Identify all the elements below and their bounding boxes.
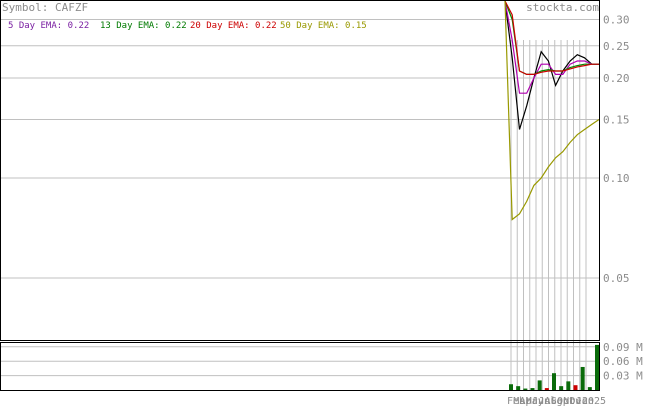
volume-bar xyxy=(595,344,599,390)
y-tick-label: 0.10 xyxy=(603,172,630,185)
volume-bar xyxy=(516,386,521,390)
x-tick-label: Jan xyxy=(576,396,594,406)
y-tick-label: 0.25 xyxy=(603,40,630,53)
x-tick-label: May xyxy=(526,396,544,406)
brand-label[interactable]: stockta.com xyxy=(526,1,599,14)
volume-bar xyxy=(552,373,556,390)
volume-bar xyxy=(587,387,592,390)
series-line-ema20 xyxy=(504,0,599,76)
y-tick-label: 0.20 xyxy=(603,72,630,85)
series-line-ema5 xyxy=(504,0,599,94)
x-tick-label: Aug xyxy=(545,396,563,406)
x-tick-label: Jun xyxy=(532,396,550,406)
volume-tick-label: 0.09 M xyxy=(603,341,643,354)
volume-bar xyxy=(580,366,585,390)
volume-tick-label: 0.03 M xyxy=(603,370,643,383)
x-tick-label: Feb xyxy=(507,396,525,406)
volume-bars xyxy=(509,344,599,390)
volume-bar xyxy=(566,381,571,390)
price-panel-frame xyxy=(0,0,600,341)
legend-ema50: 50 Day EMA: 0.15 xyxy=(280,21,367,31)
volume-bar xyxy=(544,388,549,390)
y-tick-label: 0.30 xyxy=(603,14,630,27)
x-tick-label: Jul xyxy=(538,396,556,406)
legend-ema13: 13 Day EMA: 0.22 xyxy=(100,21,187,31)
x-tick-label: Oct xyxy=(557,396,575,406)
series-line-price xyxy=(504,0,599,130)
symbol-label: Symbol: CAFZF xyxy=(2,1,88,14)
series-line-ema50 xyxy=(504,0,600,221)
x-tick-label: Nov xyxy=(563,396,581,406)
volume-bar xyxy=(523,388,528,390)
volume-panel-frame xyxy=(0,342,600,391)
volume-bar xyxy=(537,380,542,390)
x-tick-label: Dec xyxy=(570,396,588,406)
price-lines xyxy=(504,0,600,221)
x-tick-label: 2025 xyxy=(582,396,606,406)
x-tick-label: Apr xyxy=(520,396,538,406)
chart-frame xyxy=(0,0,600,391)
grid-layer xyxy=(0,19,600,390)
x-tick-label: Mar xyxy=(513,396,531,406)
volume-bar xyxy=(509,384,513,390)
volume-bar xyxy=(573,385,578,390)
y-tick-label: 0.15 xyxy=(603,114,630,127)
x-tick-label: Sep xyxy=(551,396,569,406)
y-tick-label: 0.05 xyxy=(603,272,630,285)
volume-tick-label: 0.06 M xyxy=(603,355,643,368)
volume-bar xyxy=(559,386,564,390)
y-axis-ticks: 0.30 0.25 0.20 0.15 0.10 0.05 0.09 M0.06 M 0.03… xyxy=(603,14,643,383)
volume-bar xyxy=(530,388,535,390)
legend-ema20: 20 Day EMA: 0.22 xyxy=(190,21,277,31)
legend-ema5: 5 Day EMA: 0.22 xyxy=(8,21,89,31)
